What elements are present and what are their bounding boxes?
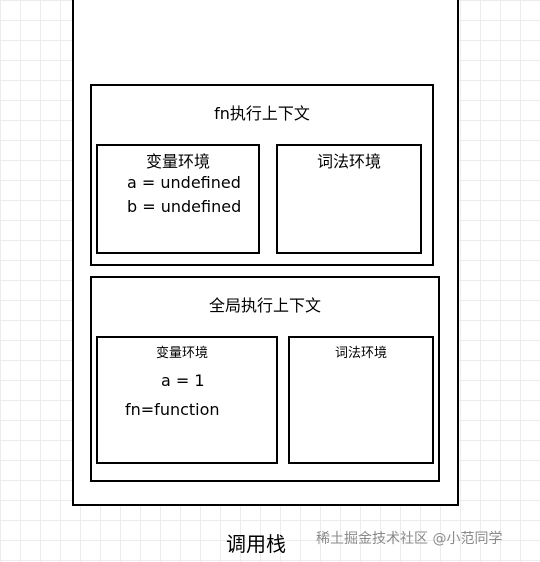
call-stack-label: 调用栈 xyxy=(226,532,286,556)
watermark-text: 稀土掘金技术社区 @小范同学 xyxy=(316,531,503,547)
global-lexical-env-label: 词法环境 xyxy=(334,346,387,361)
fn-var-line-b: b = undefined xyxy=(127,197,242,216)
global-variable-environment xyxy=(96,336,278,464)
global-lexical-environment xyxy=(288,336,434,464)
global-context-title: 全局执行上下文 xyxy=(208,296,321,315)
fn-lexical-env-label: 词法环境 xyxy=(316,152,381,171)
fn-variable-environment xyxy=(96,144,260,254)
global-variable-env-label: 变量环境 xyxy=(155,346,208,361)
fn-var-line-a: a = undefined xyxy=(127,173,241,192)
global-var-line-a: a = 1 xyxy=(161,371,205,390)
fn-context-title: fn执行上下文 xyxy=(214,104,310,123)
fn-variable-env-label: 变量环境 xyxy=(145,152,210,171)
global-var-line-fn: fn=function xyxy=(125,400,220,419)
fn-lexical-environment xyxy=(276,144,422,254)
